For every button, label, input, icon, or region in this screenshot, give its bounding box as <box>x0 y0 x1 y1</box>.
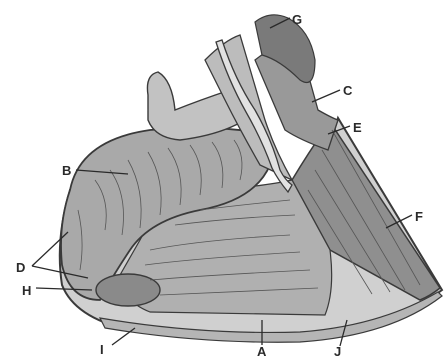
label-E: E <box>353 120 362 135</box>
label-J: J <box>334 344 341 359</box>
label-B: B <box>62 163 71 178</box>
label-H: H <box>22 283 31 298</box>
label-A: A <box>257 344 267 359</box>
label-I: I <box>100 342 104 357</box>
label-F: F <box>415 209 423 224</box>
leader-C <box>312 90 340 102</box>
label-D: D <box>16 260 25 275</box>
frog <box>96 274 160 306</box>
label-C: C <box>343 83 353 98</box>
label-G: G <box>292 12 302 27</box>
